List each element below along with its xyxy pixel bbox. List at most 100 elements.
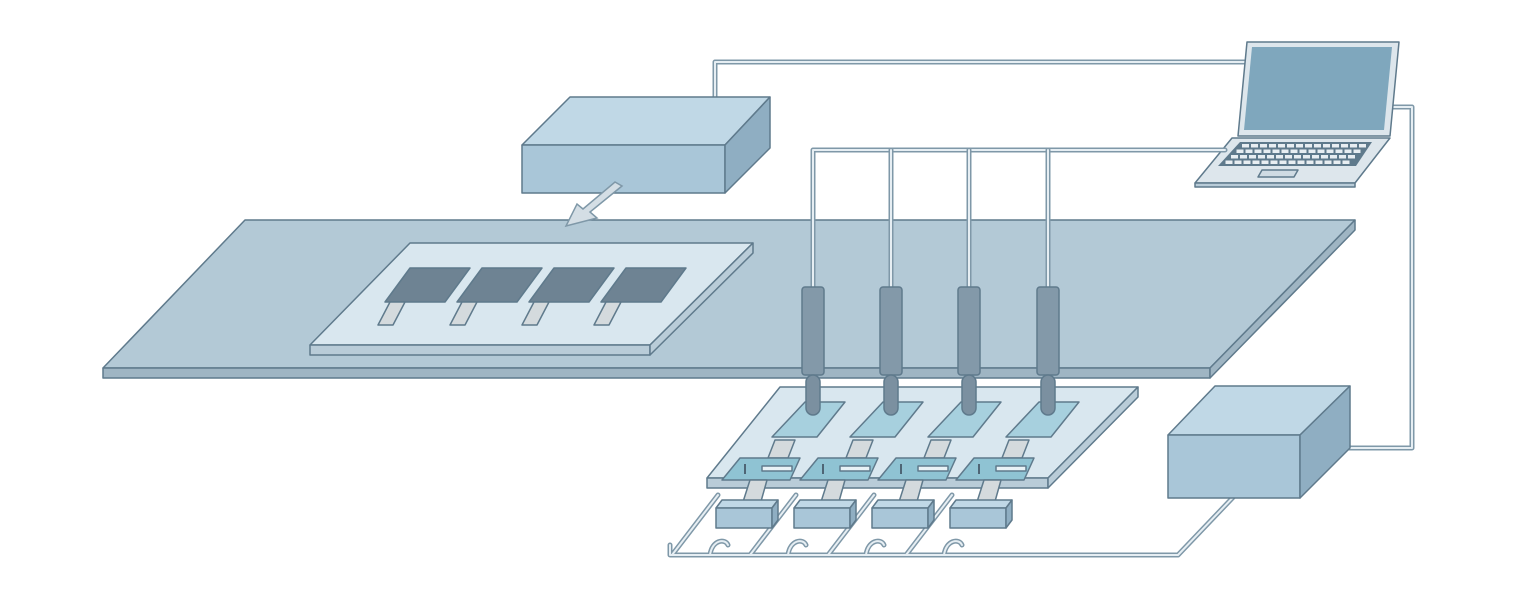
key: [1278, 144, 1285, 148]
key: [1335, 149, 1343, 153]
module-side: [927, 499, 935, 529]
key: [1350, 144, 1357, 148]
module-front: [871, 507, 929, 529]
sample-tray: [309, 242, 754, 356]
cell-holder: [955, 457, 1035, 481]
key: [1258, 155, 1265, 159]
module-top: [793, 499, 857, 509]
module-front: [793, 507, 851, 529]
key: [1294, 155, 1301, 159]
key: [1243, 160, 1251, 164]
holder-slot: [917, 465, 949, 472]
key: [1305, 144, 1312, 148]
key: [1326, 149, 1334, 153]
key: [1231, 155, 1238, 159]
probe-body: [957, 286, 981, 376]
probe-body: [879, 286, 903, 376]
key: [1341, 144, 1348, 148]
contact-pad: [927, 401, 1002, 438]
key: [1285, 155, 1292, 159]
sample-tab: [449, 301, 478, 326]
key: [1324, 160, 1332, 164]
key: [1234, 160, 1242, 164]
module-top: [949, 499, 1013, 509]
key: [1279, 160, 1287, 164]
probe-body: [801, 286, 825, 376]
probe: [957, 286, 981, 416]
key: [1276, 155, 1283, 159]
key: [1330, 155, 1337, 159]
key: [1245, 149, 1253, 153]
module-side: [771, 499, 779, 529]
key: [1308, 149, 1316, 153]
key: [1317, 149, 1325, 153]
holder-mark: [822, 464, 824, 474]
key: [1254, 149, 1262, 153]
key: [1306, 160, 1314, 164]
key: [1269, 144, 1276, 148]
holder-mark: [744, 464, 746, 474]
key: [1353, 149, 1361, 153]
key: [1236, 149, 1244, 153]
cable-box-to-laptop: [712, 59, 1253, 100]
key: [1263, 149, 1271, 153]
key: [1297, 160, 1305, 164]
key: [1260, 144, 1267, 148]
measurement-unit-box: [1167, 385, 1351, 499]
holder-mark: [900, 464, 902, 474]
sample-plate: [456, 267, 543, 303]
key: [1344, 149, 1352, 153]
key: [1323, 144, 1330, 148]
probe-tip: [883, 374, 899, 416]
key: [1312, 155, 1319, 159]
cell-holder: [877, 457, 957, 481]
key: [1251, 144, 1258, 148]
key: [1321, 155, 1328, 159]
key: [1314, 144, 1321, 148]
module-top: [715, 499, 779, 509]
sample-plate: [528, 267, 615, 303]
module-side: [849, 499, 857, 529]
key: [1225, 160, 1233, 164]
probe-tip: [961, 374, 977, 416]
key: [1288, 160, 1296, 164]
laptop: [1194, 41, 1400, 188]
key: [1242, 144, 1249, 148]
probe-tip: [1040, 374, 1056, 416]
sample-tab: [521, 301, 550, 326]
module-top: [871, 499, 935, 509]
holder-slot: [839, 465, 871, 472]
probe-tip: [805, 374, 821, 416]
module-front: [949, 507, 1007, 529]
cell-holder: [721, 457, 801, 481]
key: [1252, 160, 1260, 164]
key: [1315, 160, 1323, 164]
transfer-arrow-icon: [564, 181, 624, 228]
sample-plate: [600, 267, 687, 303]
key: [1303, 155, 1310, 159]
sample-plate: [384, 267, 471, 303]
key: [1267, 155, 1274, 159]
key: [1240, 155, 1247, 159]
key: [1270, 160, 1278, 164]
key: [1290, 149, 1298, 153]
cell-holder: [799, 457, 879, 481]
probe: [801, 286, 825, 416]
holder-slot: [995, 465, 1027, 472]
sample-tab: [593, 301, 622, 326]
deposition-unit-box: [521, 96, 771, 194]
probe-manifold: [810, 147, 1228, 293]
key: [1299, 149, 1307, 153]
contact-pad: [771, 401, 846, 438]
key: [1332, 144, 1339, 148]
holder-mark: [978, 464, 980, 474]
key: [1249, 155, 1256, 159]
key: [1287, 144, 1294, 148]
key: [1339, 155, 1346, 159]
key: [1261, 160, 1269, 164]
touchpad: [1257, 169, 1299, 178]
cable-laptop-to-right-box: [1322, 104, 1415, 451]
key: [1333, 160, 1341, 164]
key: [1296, 144, 1303, 148]
contact-pad: [849, 401, 924, 438]
